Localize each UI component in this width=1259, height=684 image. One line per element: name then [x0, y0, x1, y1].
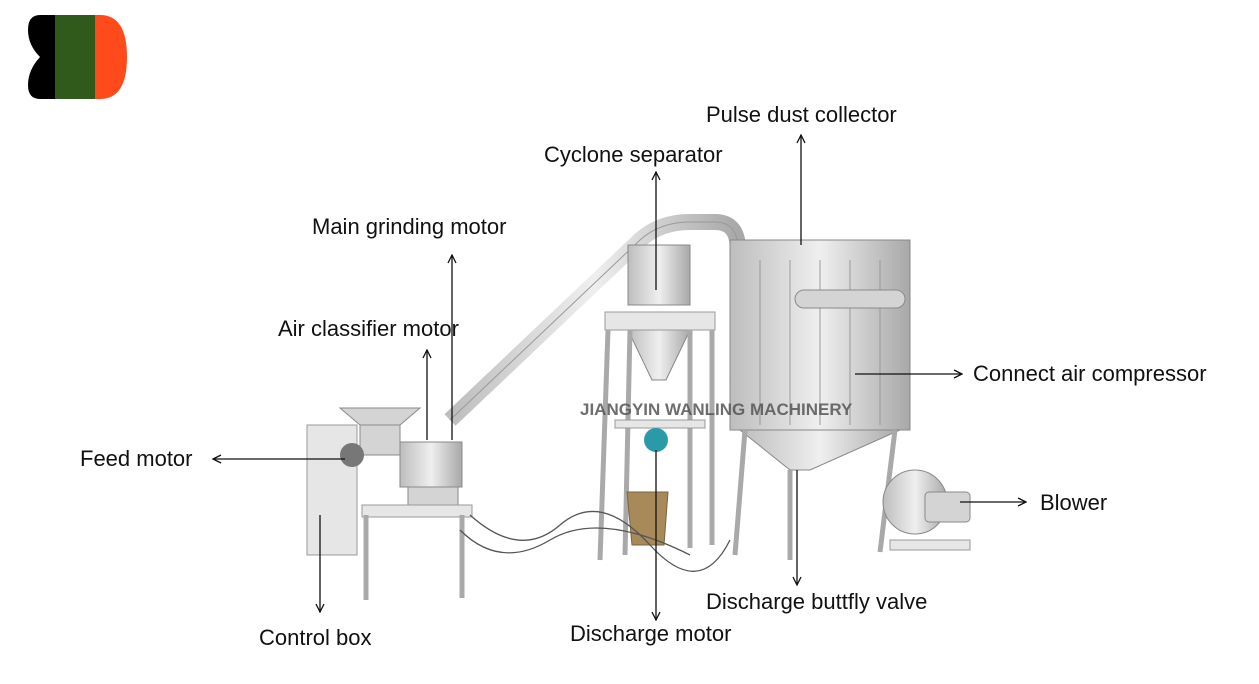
cyclone-separator [627, 244, 691, 306]
label-feed-motor: Feed motor [80, 446, 193, 471]
grinder [399, 441, 463, 488]
label-air-classifier-motor: Air classifier motor [278, 316, 459, 341]
feed-motor [340, 443, 364, 467]
watermark: JIANGYIN WANLING MACHINERY [580, 400, 853, 419]
label-connect-air-compressor: Connect air compressor [973, 361, 1207, 386]
callout-arrows [213, 135, 1026, 620]
label-control-box: Control box [259, 625, 372, 650]
label-cyclone-separator: Cyclone separator [544, 142, 723, 167]
label-pulse-dust-collector: Pulse dust collector [706, 102, 897, 127]
machinery-photo: JIANGYIN WANLING MACHINERY [306, 214, 971, 600]
discharge-motor [644, 428, 668, 452]
label-main-grinding-motor: Main grinding motor [312, 214, 506, 239]
company-logo [28, 15, 127, 99]
label-discharge-butterfly-valve: Discharge buttfly valve [706, 589, 927, 614]
label-discharge-motor: Discharge motor [570, 621, 731, 646]
label-blower: Blower [1040, 490, 1107, 515]
